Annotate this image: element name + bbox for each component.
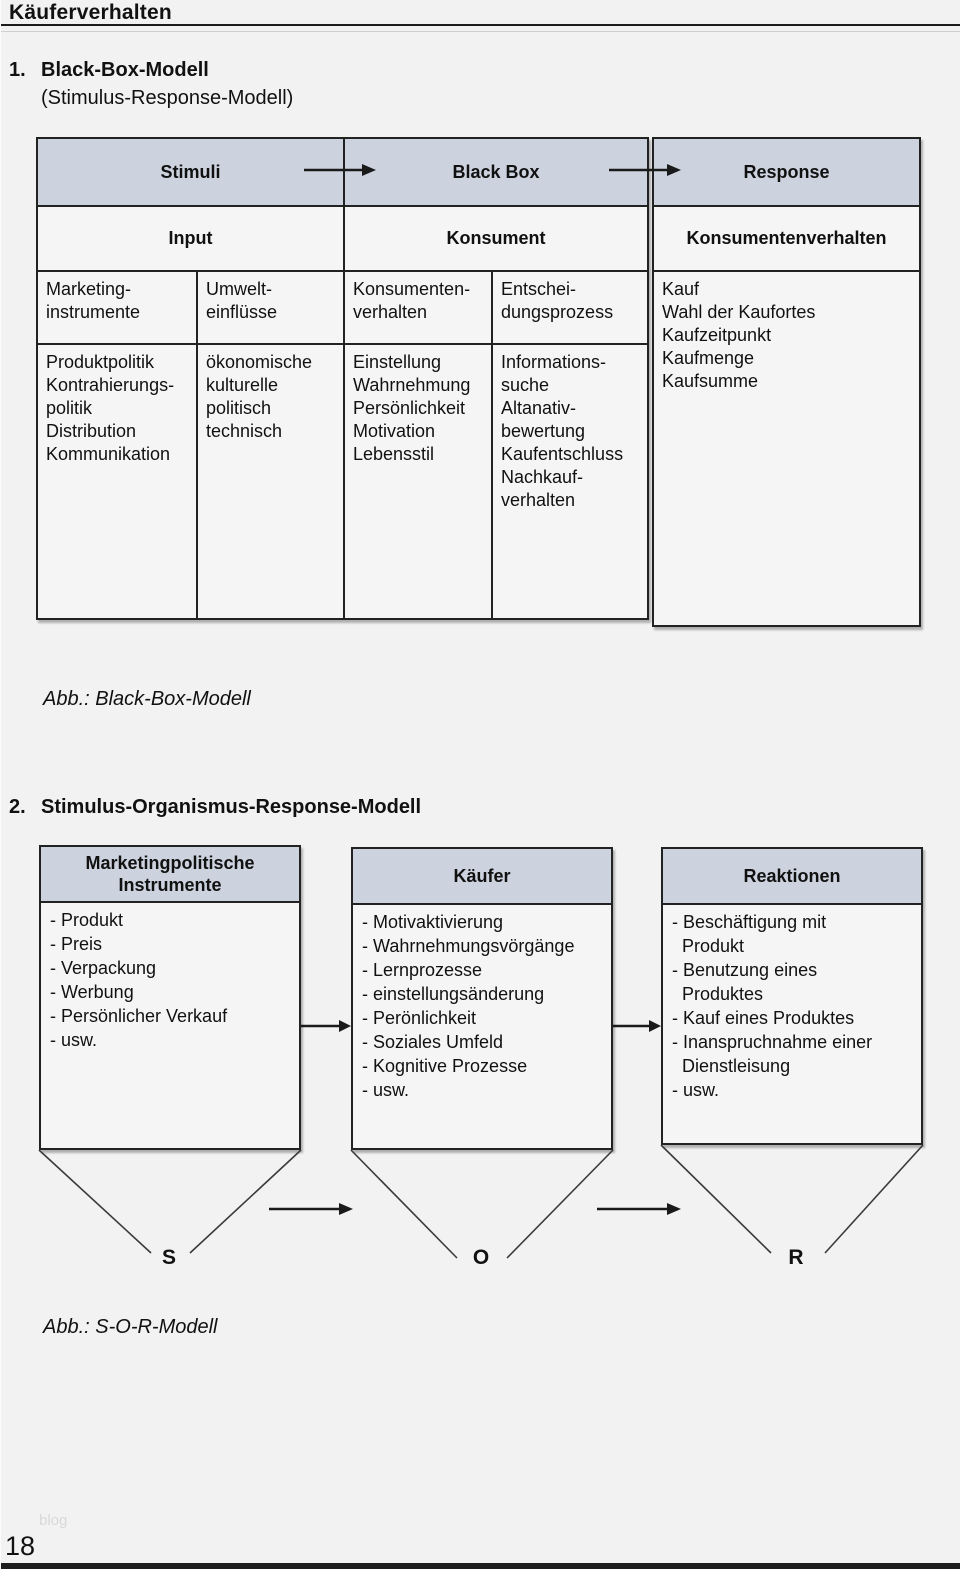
- cell-umwelteinfluesse-list: ökonomische kulturelle politisch technis…: [198, 345, 345, 618]
- sor-box-organism: Käufer - Motivaktivierung - Wahrnehmungs…: [351, 847, 613, 1150]
- sor-box-stimulus-header: Marketingpolitische Instrumente: [41, 847, 299, 903]
- cell-konsumentenverhalten-header: Konsumentenverhalten: [654, 207, 919, 272]
- cell-black-box: Black Box: [345, 139, 647, 207]
- section1-heading: 1. Black-Box-Modell (Stimulus-Response-M…: [9, 56, 293, 112]
- section2-heading: 2. Stimulus-Organismus-Response-Modell: [9, 793, 421, 821]
- cell-konsumentenverhalten-head: Konsumenten- verhalten: [345, 272, 493, 345]
- sor-box-organism-list: - Motivaktivierung - Wahrnehmungsvörgäng…: [362, 912, 575, 1100]
- sor-box-reaction-header: Reaktionen: [663, 849, 921, 905]
- header-divider: [1, 31, 960, 32]
- sor-box-reaction-list: - Beschäftigung mit Produkt - Benutzung …: [672, 912, 873, 1100]
- cell-konsument: Konsument: [345, 207, 647, 272]
- section1-title: Black-Box-Modell: [41, 59, 209, 81]
- page-header-bar: Käuferverhalten: [1, 0, 960, 26]
- sor-letter-r: R: [788, 1246, 804, 1269]
- page-title: Käuferverhalten: [9, 1, 172, 24]
- cell-input: Input: [38, 207, 345, 272]
- arrow-organism-to-reaction-icon: [613, 1018, 661, 1034]
- sor-box-stimulus-list: - Produkt - Preis - Verpackung - Werbung…: [50, 910, 228, 1050]
- arrow-blackbox-to-response-icon: [609, 162, 681, 178]
- sor-box-reaction: Reaktionen - Beschäftigung mit Produkt -…: [661, 847, 923, 1145]
- section2-title: Stimulus-Organismus-Response-Modell: [41, 796, 422, 818]
- blackbox-table: Stimuli Black Box Input Konsument Market…: [36, 137, 649, 620]
- bottom-bar: [1, 1563, 960, 1569]
- page-number: 18: [5, 1531, 36, 1561]
- cell-stimuli: Stimuli: [38, 139, 345, 207]
- response-box: Response Konsumentenverhalten Kauf Wahl …: [652, 137, 921, 627]
- arrow-stimuli-to-blackbox-icon: [304, 162, 376, 178]
- figure-caption-blackbox: Abb.: Black-Box-Modell: [43, 688, 251, 710]
- sor-box-stimulus: Marketingpolitische Instrumente - Produk…: [39, 845, 301, 1150]
- cell-konsumentenverhalten-list: Einstellung Wahrnehmung Persönlichkeit M…: [345, 345, 493, 618]
- section1-subtitle: (Stimulus-Response-Modell): [41, 87, 294, 109]
- sor-box-organism-header: Käufer: [353, 849, 611, 905]
- cell-response: Response: [654, 139, 919, 207]
- cell-response-list: Kauf Wahl der Kaufortes Kaufzeitpunkt Ka…: [662, 279, 816, 391]
- cell-marketinginstrumente-head: Marketing- instrumente: [38, 272, 198, 345]
- cell-entscheidungsprozess-head: Entschei- dungsprozess: [493, 272, 647, 345]
- cell-umwelteinfluesse-head: Umwelt- einflüsse: [198, 272, 345, 345]
- sor-letter-s: S: [161, 1246, 176, 1269]
- watermark: blog: [39, 1512, 68, 1529]
- sor-letter-o: O: [472, 1246, 490, 1269]
- figure-caption-sor: Abb.: S-O-R-Modell: [43, 1316, 218, 1338]
- cell-marketinginstrumente-list: Produktpolitik Kontrahierungs- politik D…: [38, 345, 198, 618]
- section2-number: 2.: [9, 796, 26, 818]
- cell-entscheidungsprozess-list: Informations- suche Altanativ- bewertung…: [501, 352, 624, 510]
- arrow-stimulus-to-organism-icon: [301, 1018, 351, 1034]
- section1-number: 1.: [9, 59, 26, 81]
